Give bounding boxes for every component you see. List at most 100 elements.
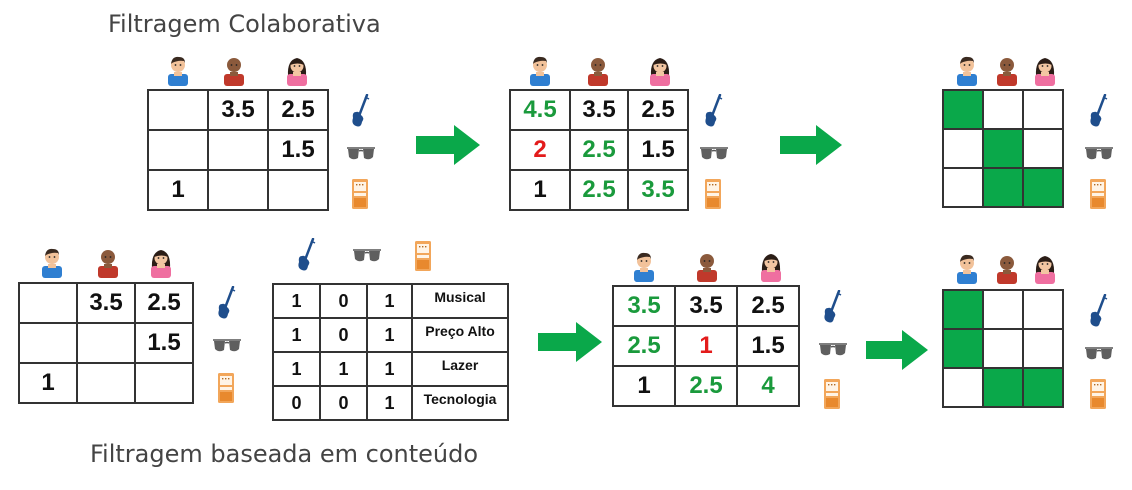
feature-label: Musical xyxy=(411,283,509,319)
sunglasses-icon xyxy=(346,144,376,164)
recommended-cell xyxy=(942,89,984,130)
user-pink-icon xyxy=(1031,54,1059,86)
arrow-right-icon xyxy=(866,330,928,370)
feature-value-cell: 1 xyxy=(366,283,413,319)
user-red-icon xyxy=(220,54,248,86)
user-blue-icon xyxy=(164,54,192,86)
content-recommendation-matrix xyxy=(942,289,1064,408)
user-red-icon xyxy=(993,54,1021,86)
guitar-icon xyxy=(1088,94,1108,128)
empty-cell xyxy=(982,328,1024,369)
empty-cell xyxy=(1022,289,1064,330)
sunglasses-icon xyxy=(1084,144,1114,164)
feature-value-cell: 0 xyxy=(272,385,321,421)
user-pink-icon xyxy=(646,54,674,86)
recommended-cell xyxy=(942,289,984,330)
content-rating-cell xyxy=(76,322,136,364)
collab-predicted-cell: 4.5 xyxy=(509,89,571,131)
arrow-right-icon xyxy=(538,322,602,362)
guitar-icon xyxy=(350,94,370,128)
feature-value-cell: 0 xyxy=(319,317,368,353)
feature-value-cell: 1 xyxy=(366,385,413,421)
content-predicted-cell: 4 xyxy=(736,365,800,407)
content-rating-cell xyxy=(134,362,194,404)
user-red-icon xyxy=(693,250,721,282)
recommended-cell xyxy=(942,328,984,369)
collaborative-filtering-title: Filtragem Colaborativa xyxy=(108,10,381,38)
user-red-icon xyxy=(993,252,1021,284)
collab-predicted-cell: 3.5 xyxy=(627,169,689,211)
content-rating-cell: 3.5 xyxy=(76,282,136,324)
collab-rating-cell: 1 xyxy=(147,169,209,211)
content-rating-cell: 1.5 xyxy=(134,322,194,364)
content-rating-cell: 2.5 xyxy=(134,282,194,324)
guitar-icon xyxy=(216,286,236,320)
feature-value-cell: 1 xyxy=(319,351,368,387)
collab-rating-cell xyxy=(207,169,269,211)
guitar-icon xyxy=(703,94,723,128)
sunglasses-icon xyxy=(818,340,848,360)
arcade-machine-icon xyxy=(1088,378,1108,410)
user-pink-icon xyxy=(1031,252,1059,284)
collab-rating-cell: 3.5 xyxy=(207,89,269,131)
arrow-right-icon xyxy=(416,125,480,165)
content-predicted-cell: 2.5 xyxy=(674,365,738,407)
user-pink-icon xyxy=(283,54,311,86)
sunglasses-icon xyxy=(212,336,242,356)
content-rating-cell xyxy=(18,322,78,364)
user-blue-icon xyxy=(526,54,554,86)
content-predicted-cell: 1 xyxy=(612,365,676,407)
user-pink-icon xyxy=(147,246,175,278)
sunglasses-icon xyxy=(1084,344,1114,364)
feature-value-cell: 1 xyxy=(272,351,321,387)
collab-recommendation-matrix xyxy=(942,89,1064,208)
feature-value-cell: 1 xyxy=(272,283,321,319)
content-predicted-cell: 2.5 xyxy=(736,285,800,327)
collab-rating-cell: 1.5 xyxy=(267,129,329,171)
recommended-cell xyxy=(982,167,1024,208)
feature-label: Preço Alto xyxy=(411,317,509,353)
feature-label: Lazer xyxy=(411,351,509,387)
user-blue-icon xyxy=(953,54,981,86)
empty-cell xyxy=(982,89,1024,130)
collab-rating-cell xyxy=(207,129,269,171)
content-filtering-title: Filtragem baseada em conteúdo xyxy=(90,440,479,468)
empty-cell xyxy=(982,289,1024,330)
arcade-machine-icon xyxy=(350,178,370,210)
user-blue-icon xyxy=(953,252,981,284)
user-red-icon xyxy=(584,54,612,86)
arcade-machine-icon xyxy=(822,378,842,410)
user-blue-icon xyxy=(630,250,658,282)
feature-value-cell: 1 xyxy=(272,317,321,353)
guitar-icon xyxy=(1088,294,1108,328)
user-pink-icon xyxy=(757,250,785,282)
sunglasses-icon xyxy=(699,144,729,164)
guitar-icon xyxy=(296,238,316,272)
collab-rating-cell: 2.5 xyxy=(267,89,329,131)
collab-predicted-cell: 2 xyxy=(509,129,571,171)
empty-cell xyxy=(942,167,984,208)
arcade-machine-icon xyxy=(1088,178,1108,210)
guitar-icon xyxy=(822,290,842,324)
empty-cell xyxy=(1022,128,1064,169)
content-predicted-cell: 2.5 xyxy=(612,325,676,367)
recommended-cell xyxy=(982,367,1024,408)
arcade-machine-icon xyxy=(216,372,236,404)
collab-predicted-cell: 1.5 xyxy=(627,129,689,171)
feature-value-cell: 0 xyxy=(319,385,368,421)
collab-predicted-cell: 2.5 xyxy=(569,129,629,171)
collab-rating-cell xyxy=(267,169,329,211)
empty-cell xyxy=(1022,328,1064,369)
arcade-machine-icon xyxy=(703,178,723,210)
collab-predicted-cell: 2.5 xyxy=(569,169,629,211)
content-predicted-cell: 3.5 xyxy=(612,285,676,327)
collab-predicted-cell: 3.5 xyxy=(569,89,629,131)
user-blue-icon xyxy=(38,246,66,278)
recommended-cell xyxy=(982,128,1024,169)
feature-value-cell: 0 xyxy=(319,283,368,319)
sunglasses-icon xyxy=(352,246,382,266)
collab-rating-cell xyxy=(147,89,209,131)
